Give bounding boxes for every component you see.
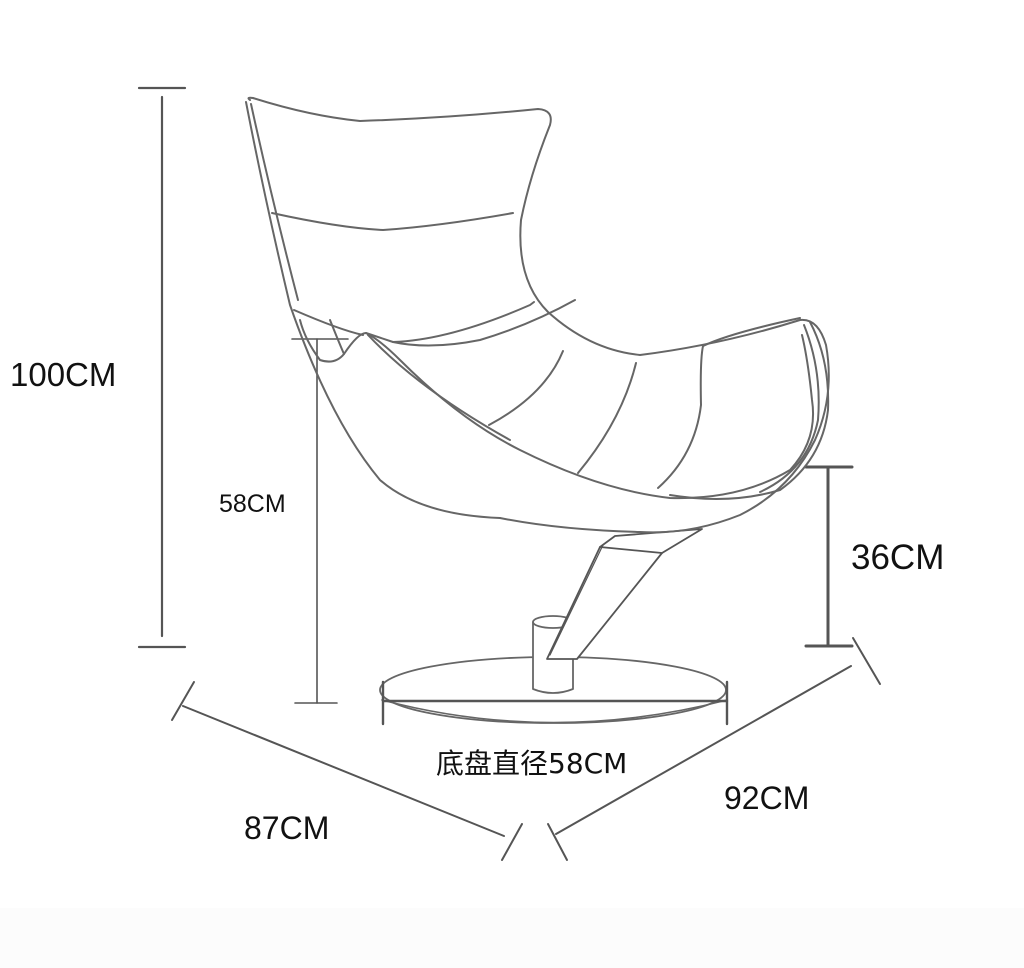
support-arm [546,528,703,660]
armrest-height-dimension-line [804,465,854,648]
armrest-height-label: 36CM [851,538,945,577]
seat-height-dimension-line [291,338,349,704]
base-diameter-dimension-line [381,680,729,726]
width-label: 92CM [724,780,810,816]
overall-height-label: 100CM [10,356,117,393]
width-dimension-line [547,637,881,861]
depth-label: 87CM [244,810,330,846]
footer-band [0,908,1024,968]
overall-height-dimension-line [137,86,187,649]
depth-dimension-line [171,681,523,861]
chair-shell [245,96,830,534]
base-diameter-label: 底盘直径58CM [436,747,628,780]
seat-height-label: 58CM [219,490,286,518]
